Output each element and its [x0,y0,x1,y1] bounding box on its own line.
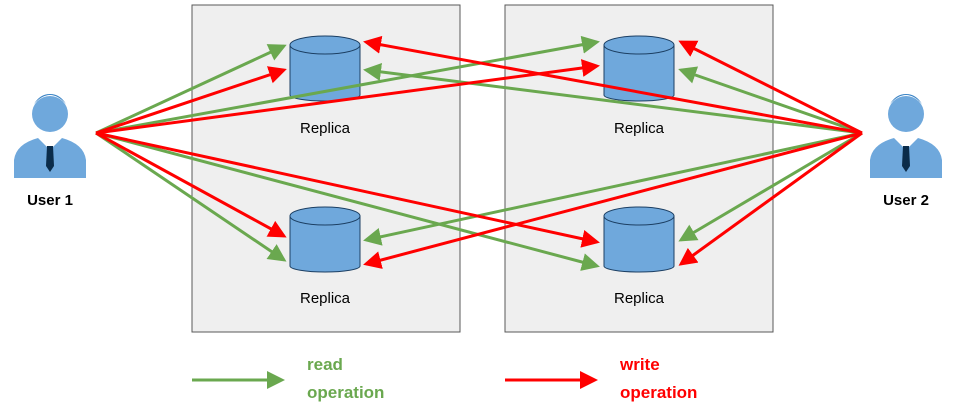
read-arrow-u1-top-left [95,44,287,135]
read-arrow-u1-bottom-left [95,131,287,262]
read-arrow-u1-bottom-right [95,131,600,271]
user-2-icon [870,94,942,178]
user-2-label: User 2 [883,192,929,209]
user-1-label: User 1 [27,192,73,209]
write-arrow-u1-bottom-left [95,131,287,238]
read-arrows [95,35,863,271]
replica-label: Replica [300,290,351,307]
legend-read-label-line1: read [307,355,343,374]
read-arrow-u2-top-right [678,66,863,135]
read-arrow-u2-top-left [363,62,863,135]
replica-label: Replica [300,120,351,137]
write-arrow-u2-top-right [678,40,863,135]
read-arrow-u2-bottom-left [363,131,863,246]
legend-write-label-line1: write [619,355,660,374]
read-arrow-u2-bottom-right [678,131,863,242]
write-arrow-u2-bottom-right [678,131,863,266]
write-arrow-u2-top-left [363,35,863,135]
read-arrow-u1-top-right [95,35,600,135]
write-arrow-u1-top-left [95,66,287,135]
write-arrow-u1-top-right [95,59,600,135]
replica-top-right: Replica [603,35,675,137]
replica-label: Replica [614,290,665,307]
legend: read operation write operation [192,355,697,402]
replica-label: Replica [614,120,665,137]
write-arrow-u2-bottom-left [363,131,863,269]
replica-bottom-right: Replica [603,206,675,307]
legend-write-label-line2: operation [620,383,697,402]
write-arrows [95,35,863,269]
user-1-icon [14,94,86,178]
replica-bottom-left: Replica [289,206,361,307]
legend-read-label-line2: operation [307,383,384,402]
